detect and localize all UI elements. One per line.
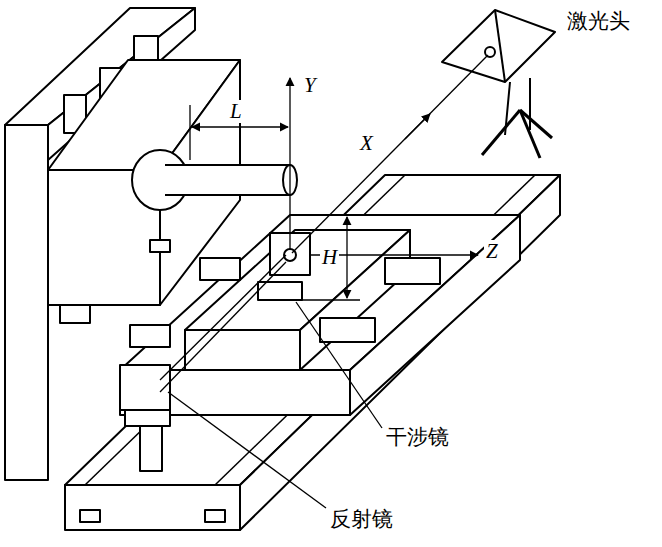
axis-label: X (358, 132, 375, 155)
axis-label: Y (302, 74, 318, 97)
dimension-label: H (320, 246, 339, 269)
part-label: 干涉镜 (386, 426, 449, 449)
part-label: 激光头 (567, 10, 630, 33)
dimension-label: L (228, 100, 244, 123)
axis-label: Z (484, 240, 500, 263)
part-label: 反射镜 (330, 508, 393, 531)
